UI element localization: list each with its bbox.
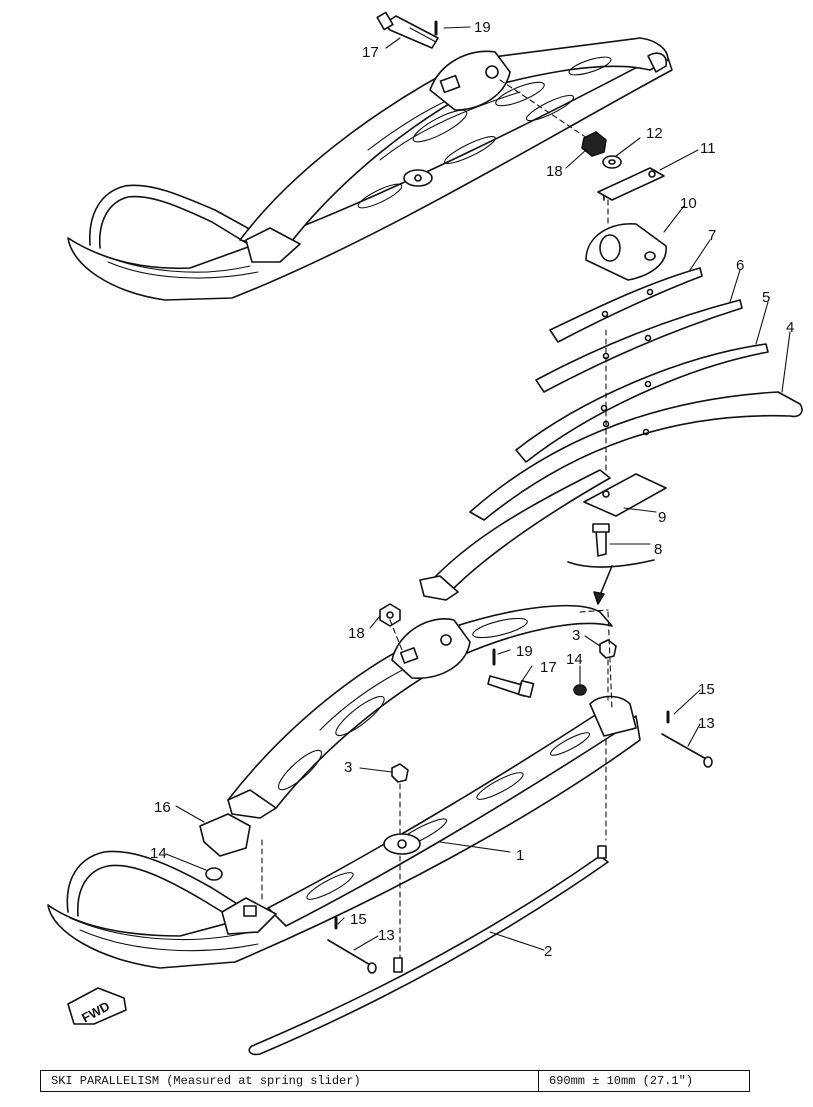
callout-13-front: 13: [378, 927, 395, 944]
leaf-spring-4: [469, 391, 803, 521]
callout-10: 10: [680, 195, 697, 212]
upper-bolt-17: [383, 15, 439, 49]
part-10-spring-seat: [585, 223, 667, 281]
lower-spindle-bracket: [391, 618, 471, 679]
callout-3-rear: 3: [572, 627, 580, 644]
lower-spring-bar: [227, 604, 613, 819]
callout-2: 2: [544, 943, 552, 960]
bracket-16: [199, 813, 251, 857]
lower-hardware: [199, 603, 713, 974]
leaf-spring-7: [549, 267, 703, 343]
callout-leaders: [165, 26, 791, 951]
callout-4: 4: [786, 319, 794, 336]
callout-11: 11: [700, 140, 716, 157]
callout-14-front: 14: [150, 845, 167, 862]
leaf-spring-6: [535, 299, 743, 393]
spec-label: SKI PARALLELISM (Measured at spring slid…: [41, 1071, 539, 1091]
callout-17-top: 17: [362, 44, 379, 61]
callout-18-bottom: 18: [348, 625, 365, 642]
callout-12: 12: [646, 125, 663, 142]
upper-hardware: [376, 11, 622, 169]
callout-15-rear: 15: [698, 681, 715, 698]
upper-nut-18: [581, 131, 607, 157]
callout-7: 7: [708, 227, 716, 244]
washer-14-front: [205, 867, 223, 881]
callout-18-top: 18: [546, 163, 563, 180]
callout-3-center: 3: [344, 759, 352, 776]
nut-3-rear: [599, 639, 617, 659]
lower-ski-assembly: [47, 695, 641, 969]
upper-ski-handle: [89, 184, 256, 246]
callout-1: 1: [516, 847, 524, 864]
callout-14-rear: 14: [566, 651, 583, 668]
callout-13-rear: 13: [698, 715, 715, 732]
leaf-spring-5: [515, 343, 769, 463]
callout-19-bottom: 19: [516, 643, 533, 660]
lower-ski-handle: [66, 850, 251, 913]
bolt-13-rear: [661, 733, 709, 761]
bolt-13-front: [327, 939, 373, 967]
callout-16: 16: [154, 799, 171, 816]
washer-14-rear: [573, 684, 587, 696]
callout-19-top: 19: [474, 19, 491, 36]
spring-stack: [419, 167, 803, 605]
group-bracket: [567, 559, 655, 568]
callout-15-front: 15: [350, 911, 367, 928]
callout-6: 6: [736, 257, 744, 274]
upper-washer-12: [602, 155, 622, 169]
lower-nut-18: [379, 603, 401, 627]
spec-value: 690mm ± 10mm (27.1"): [549, 1074, 694, 1088]
upper-ski-body: [67, 51, 673, 301]
lower-ski-body: [47, 715, 641, 969]
nut-3-center: [391, 763, 409, 783]
fwd-direction-badge: FWD: [67, 987, 127, 1025]
part-9-plate: [583, 473, 667, 517]
callout-labels: 19 17 18 12 11 10 7 6 5 4 9 8 18 19 17 3…: [150, 19, 794, 960]
callout-17-bottom: 17: [540, 659, 557, 676]
callout-5: 5: [762, 289, 770, 306]
callout-9: 9: [658, 509, 666, 526]
ski-parallelism-spec-table: SKI PARALLELISM (Measured at spring slid…: [40, 1070, 750, 1092]
callout-8: 8: [654, 541, 662, 558]
part-11-plate: [597, 167, 665, 201]
slider-rail: [248, 845, 609, 1056]
upper-ski-assembly: [67, 37, 673, 301]
